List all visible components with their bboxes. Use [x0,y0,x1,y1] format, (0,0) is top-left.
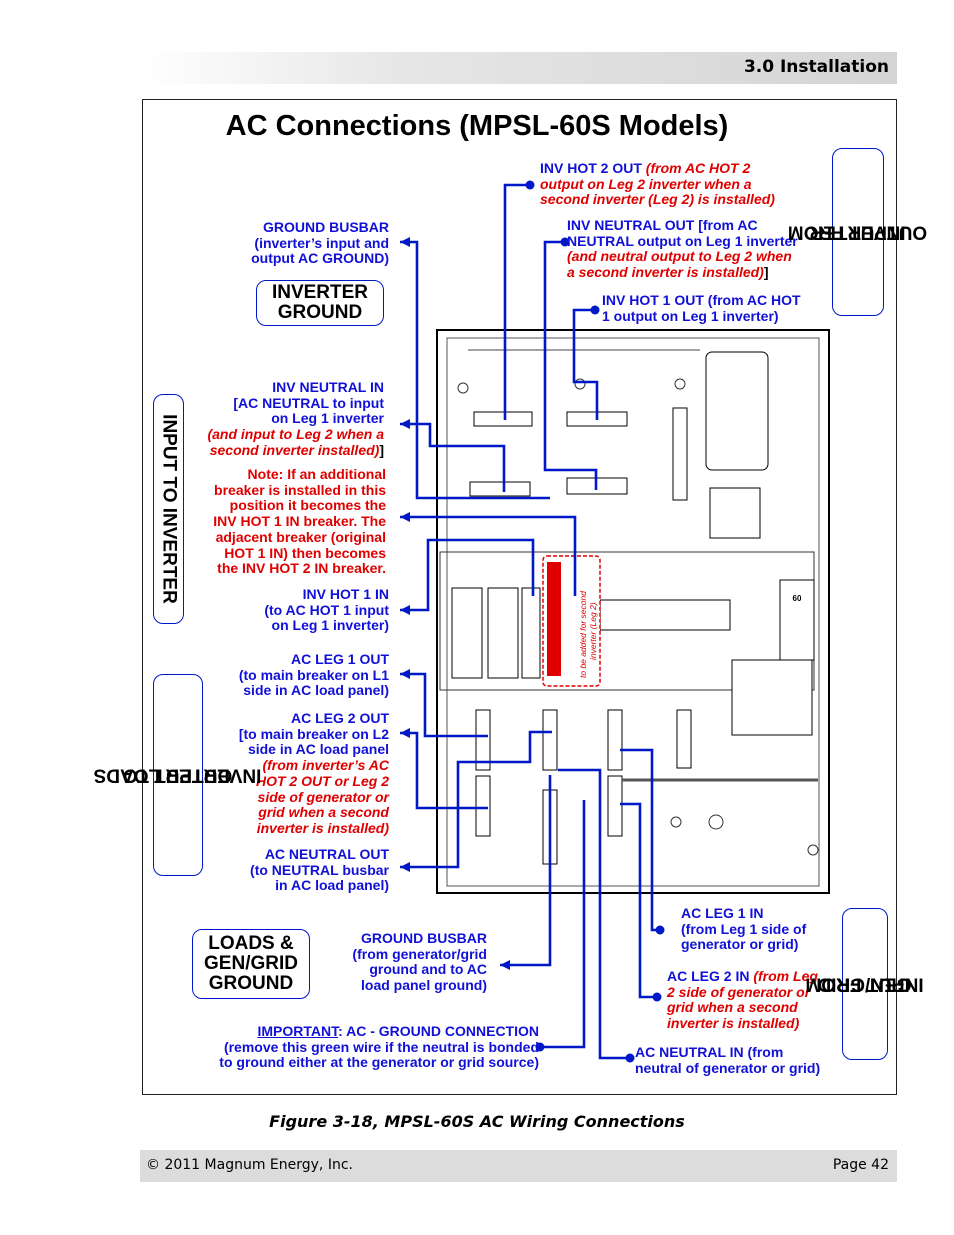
wire-inv-neutral-in [400,422,506,492]
callout-inv-neutral-out: INV NEUTRAL OUT [from AC NEUTRAL output … [567,217,798,281]
mount-hole [674,378,686,390]
wire-ac-leg1-out [400,672,488,738]
wire-ac-leg2-in [620,802,657,999]
callout-ac-leg2-in: AC LEG 2 IN (from Leg 2 side of generato… [667,968,818,1032]
busbar [473,411,533,427]
inverter-ground-label: INVERTER GROUND [256,280,384,326]
callout-ac-leg1-out: AC LEG 1 OUT (to main breaker on L1 side… [238,651,389,699]
wire-note [400,515,577,596]
wire-ac-neutral-out [400,730,552,869]
wire-important [540,800,586,1049]
mount-hole [670,816,682,828]
arrow-head [400,605,410,615]
callout-important: IMPORTANT: AC - GROUND CONNECTION (remov… [219,1023,539,1071]
arrow-head [400,512,410,522]
arrow-head [400,419,410,429]
main-breaker [779,579,815,661]
breaker-leg2-body [547,562,561,676]
figure-caption: Figure 3-18, MPSL-60S AC Wiring Connecti… [269,1112,685,1131]
callout-ac-neutral-in: AC NEUTRAL IN (from neutral of generator… [635,1044,821,1076]
wire-endpoint [535,1042,545,1052]
wire-ground-gen [500,775,552,967]
callout-ac-leg1-in: AC LEG 1 IN (from Leg 1 side of generato… [681,905,807,953]
connector-block [709,487,761,539]
footer-bar: © 2011 Magnum Energy, Inc. Page 42 [140,1150,897,1182]
busbar [607,709,623,771]
breaker-note-line2: inverter (Leg 2) [588,602,598,660]
relay-module [705,351,769,471]
busbar [475,709,491,771]
panel-inner [446,337,820,887]
loads-gen-grid-ground-label: LOADS & GEN/GRID GROUND [192,929,310,999]
breaker-note-line1: to be added for second [578,591,588,678]
arrow-head [400,237,410,247]
din-rail [599,599,731,631]
mount-hole [457,382,469,394]
busbar [542,709,558,771]
header-bar: 3.0 Installation [140,52,897,84]
callout-ground-busbar-gen: GROUND BUSBAR (from generator/grid groun… [352,930,487,994]
busbar [469,481,531,497]
breaker-rating: 60 [793,594,802,603]
copyright: © 2011 Magnum Energy, Inc. [146,1157,353,1173]
arrow-head [500,960,510,970]
mount-hole [807,844,819,856]
arrow-head [400,728,410,738]
breaker [521,587,541,679]
wire-ac-neutral-in [558,768,630,1060]
breaker [487,587,519,679]
callout-ac-leg2-out: AC LEG 2 OUT [to main breaker on L2 side… [238,710,389,836]
wire-endpoint [652,992,662,1002]
mount-hole [708,814,724,830]
wire-inv-hot2-out [503,183,530,420]
wire-endpoint [560,237,570,247]
callout-inv-hot1-out: INV HOT 1 OUT (from AC HOT 1 output on L… [602,292,801,324]
diagram-frame [142,99,897,1095]
page-number: Page 42 [832,1157,889,1173]
arrow-head [400,862,410,872]
callout-inv-neutral-in: INV NEUTRAL IN [AC NEUTRAL to input on L… [207,379,384,458]
section-title: 3.0 Installation [743,57,889,77]
terminal-block [731,659,813,736]
callout-ground-busbar-inverter: GROUND BUSBAR (inverter’s input and outp… [251,219,389,267]
wire-inv-hot1-out [572,308,599,420]
callout-note: Note: If an additional breaker is instal… [213,466,386,577]
callout-inv-hot2-out: INV HOT 2 OUT (from AC HOT 2 output on L… [540,160,775,208]
wire-endpoint [655,925,665,935]
mount-hole [574,378,586,390]
breaker [451,587,483,679]
busbar [475,775,491,837]
busbar [676,709,692,769]
diagram-title: AC Connections (MPSL-60S Models) [225,110,729,142]
wire-inv-neutral-out [543,240,598,490]
busbar [672,407,688,501]
wire-endpoint [525,180,535,190]
wire-inv-hot1-in [400,538,535,612]
callout-ac-neutral-out: AC NEUTRAL OUT (to NEUTRAL busbar in AC … [250,846,389,894]
callout-inv-hot1-in: INV HOT 1 IN (to AC HOT 1 input on Leg 1… [264,586,389,634]
input-to-inverter-label: INPUT TO INVERTER [153,394,184,624]
wire-endpoint [625,1053,635,1063]
busbar [607,775,623,837]
arrow-head [400,669,410,679]
wire-endpoint [590,305,600,315]
